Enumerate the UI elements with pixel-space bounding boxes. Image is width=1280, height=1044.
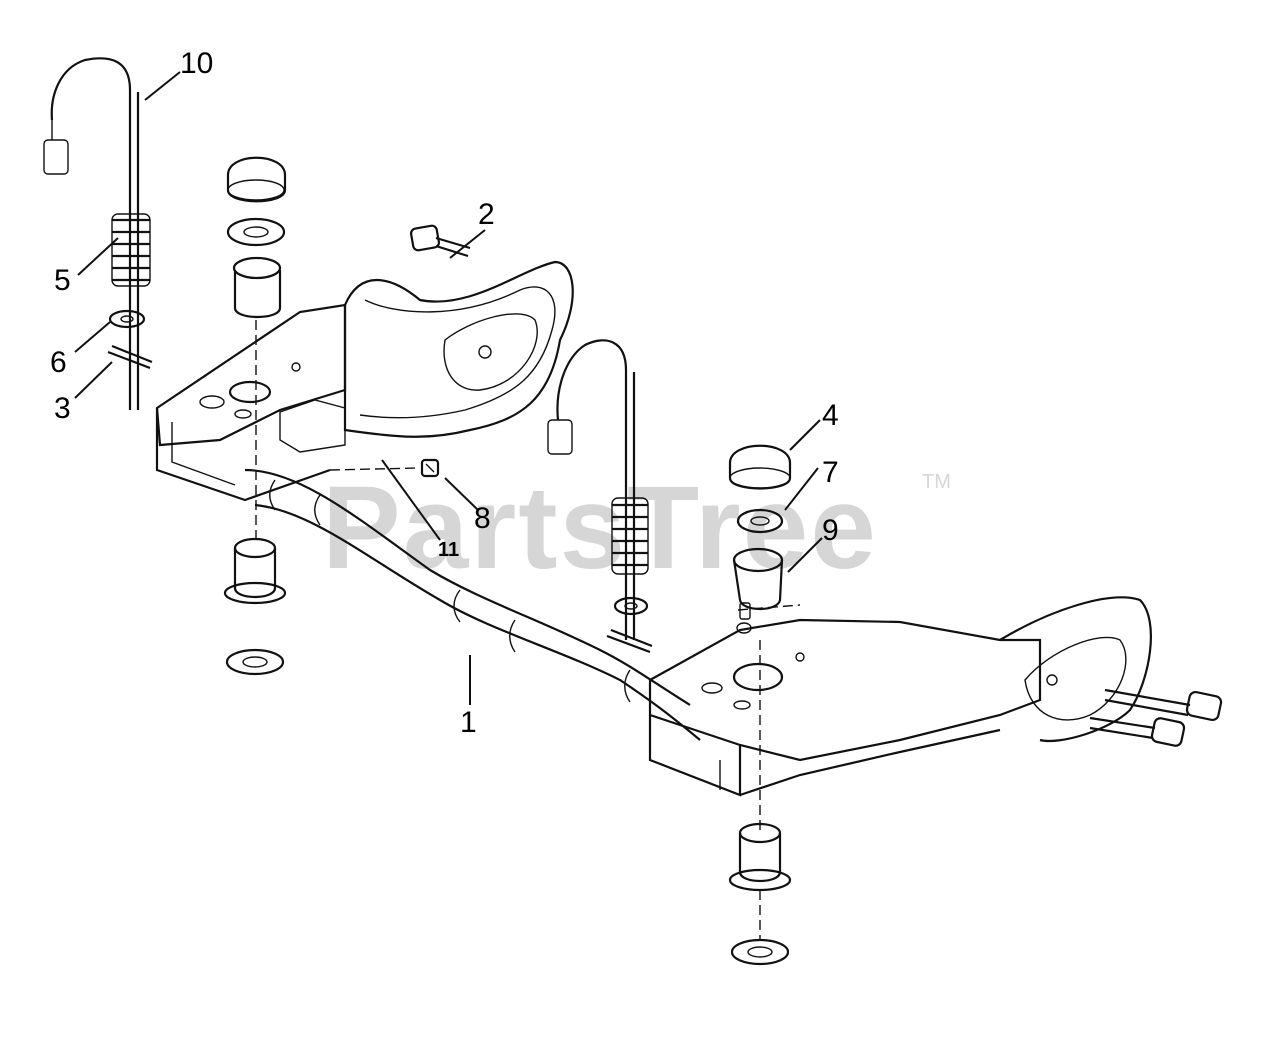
callout-5: 5 [54,264,71,297]
leader-lines [74,71,823,705]
left-spring [111,213,151,287]
right-spring [611,497,649,575]
left-washer [108,309,146,329]
callout-1: 1 [460,706,477,739]
callout-4: 4 [822,399,839,432]
grease-fitting [420,458,440,478]
watermark-trademark: TM [922,471,951,493]
callout-9: 9 [822,514,839,547]
left-cotter-pin [107,344,153,370]
callout-8: 8 [474,502,491,535]
right-washer [613,596,649,616]
callout-6: 6 [50,346,67,379]
right-cotter-pin [606,628,653,654]
right-bushing-stack [728,444,792,634]
left-bushing-stack [226,156,287,318]
upper-bolt [409,224,471,258]
callout-11: 11 [438,539,459,561]
axle-frame [155,260,1152,797]
left-lower-bushing [223,537,287,676]
callout-7: 7 [822,456,839,489]
callout-10: 10 [180,47,213,80]
center-lines [255,320,801,940]
right-bolts [1089,688,1223,747]
callout-2: 2 [478,198,495,231]
callouts: 10 5 6 3 2 4 7 9 8 11 1 [50,47,839,739]
watermark-text: PartsTree [322,462,878,594]
callout-3: 3 [54,392,71,425]
